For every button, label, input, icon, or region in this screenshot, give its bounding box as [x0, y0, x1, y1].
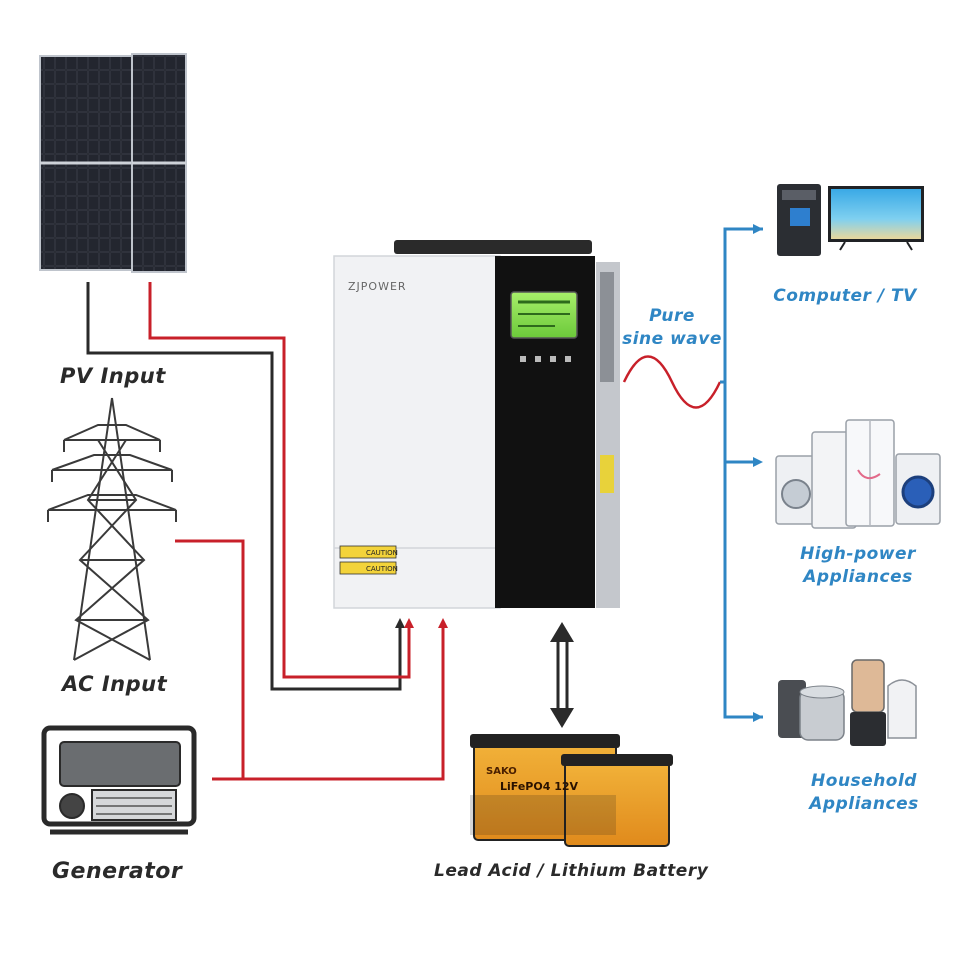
output-distribution-lines	[720, 224, 763, 722]
battery-brand-label: SAKO	[486, 766, 517, 777]
battery-model-label: LiFePO4 12V	[500, 780, 579, 793]
inverter-icon: CAUTION CAUTION ZJPOWER	[333, 240, 620, 609]
household-appliances-label: Household Appliances	[796, 770, 932, 816]
computer-tv-label: Computer / TV	[773, 286, 917, 306]
inverter-brand: ZJPOWER	[348, 280, 407, 293]
caution-label-1: CAUTION	[366, 549, 398, 557]
household-line-1: Household	[811, 771, 917, 791]
battery-link-arrow	[550, 622, 574, 728]
pure-sine-wave-label: Pure sine wave	[622, 305, 722, 351]
pure-sine-line-1: Pure	[649, 306, 695, 326]
battery-label: Lead Acid / Lithium Battery	[434, 861, 709, 881]
pv-wires	[86, 282, 414, 691]
pure-sine-line-2: sine wave	[622, 329, 722, 349]
computer-icon	[777, 184, 821, 256]
battery-icon: SAKO LiFePO4 12V	[470, 734, 673, 847]
transmission-tower-icon	[47, 397, 177, 661]
washing-machine-icon	[775, 453, 941, 525]
generator-icon	[41, 725, 197, 835]
ac-generator-wires	[175, 539, 448, 781]
caution-label-2: CAUTION	[366, 565, 398, 573]
kitchen-appliance-icon	[778, 659, 917, 746]
solar-panel-icon	[39, 53, 187, 273]
high-power-appliances-label: High-power Appliances	[786, 543, 930, 589]
ac-input-label: AC Input	[62, 672, 168, 696]
high-power-line-2: Appliances	[803, 567, 913, 587]
generator-label: Generator	[52, 859, 183, 884]
high-power-line-1: High-power	[800, 544, 916, 564]
tv-icon	[828, 186, 924, 251]
sine-wave-icon	[622, 355, 722, 409]
household-line-2: Appliances	[809, 794, 919, 814]
refrigerator-icon	[811, 419, 895, 529]
pv-input-label: PV Input	[60, 364, 166, 388]
